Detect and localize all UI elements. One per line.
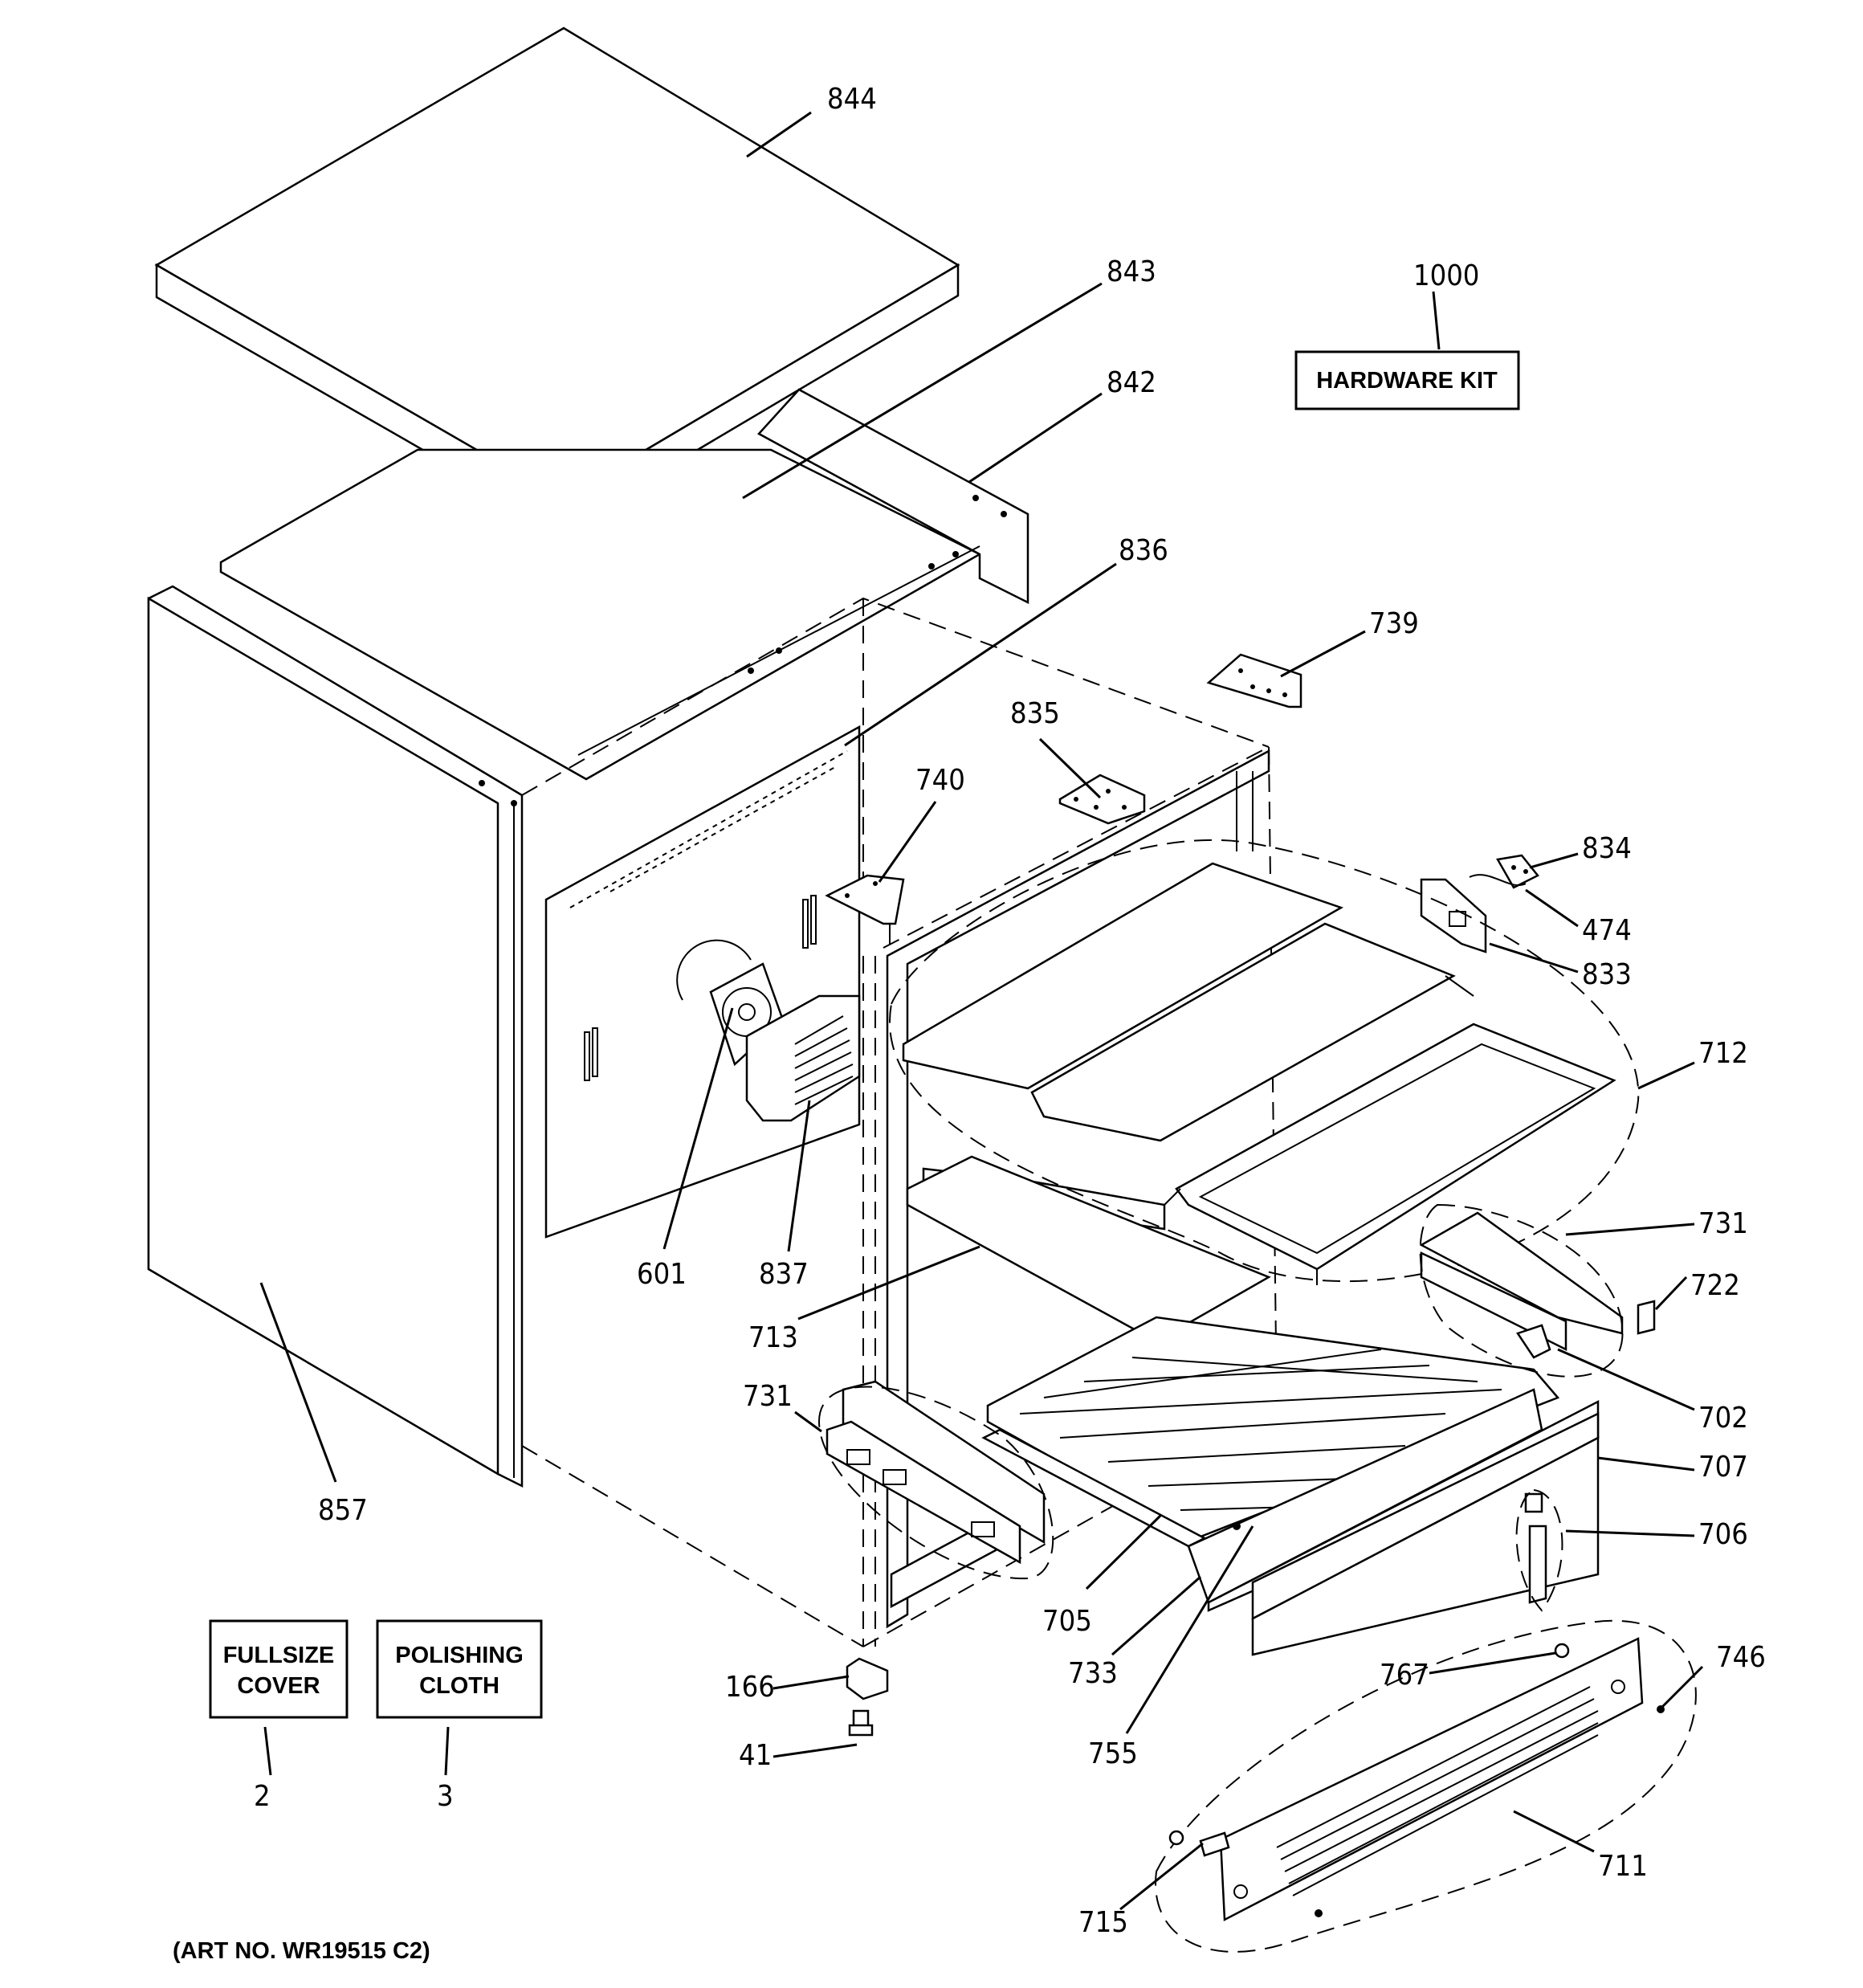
thermostat-834	[1496, 854, 1539, 889]
polishing-cloth-label-line1: POLISHING	[395, 1643, 524, 1668]
callout-2: 2	[254, 1780, 271, 1813]
callout-706: 706	[1698, 1518, 1748, 1551]
callout-712: 712	[1698, 1037, 1748, 1070]
bracket-842	[577, 388, 1029, 756]
hardware-kit-label: HARDWARE KIT	[1316, 368, 1498, 394]
callout-707: 707	[1698, 1451, 1748, 1484]
art-number: (ART NO. WR19515 C2)	[173, 1938, 430, 1964]
polishing-cloth-label-line2: CLOTH	[419, 1673, 499, 1699]
callout-746: 746	[1716, 1641, 1766, 1674]
screw-767	[1554, 1643, 1570, 1659]
hinge-plate-739	[1206, 653, 1302, 708]
right-slide-outline	[1419, 1203, 1624, 1378]
callout-767: 767	[1380, 1659, 1429, 1692]
callout-722: 722	[1690, 1269, 1740, 1302]
left-slide-731	[826, 1380, 1046, 1565]
trim-707	[1207, 1399, 1600, 1656]
clip-722	[1637, 1300, 1656, 1335]
fullsize-cover-box: FULLSIZE COVER	[209, 1619, 349, 1719]
callout-834: 834	[1582, 832, 1632, 865]
leg-166	[846, 1657, 889, 1700]
hardware-kit-box: HARDWARE KIT	[1294, 350, 1520, 410]
callout-711: 711	[1598, 1850, 1648, 1883]
hinge-706	[1515, 1488, 1563, 1612]
callout-474: 474	[1582, 914, 1632, 947]
callout-836: 836	[1119, 534, 1168, 567]
leader-lines	[259, 111, 1704, 1911]
callout-755: 755	[1088, 1737, 1138, 1770]
callout-41: 41	[739, 1739, 772, 1772]
grille-outline	[1155, 1620, 1697, 1953]
clip-715	[1168, 1830, 1323, 1917]
callout-740: 740	[915, 764, 965, 797]
callout-857: 857	[318, 1494, 368, 1527]
callout-733: 733	[1068, 1657, 1118, 1690]
callout-731-right: 731	[1698, 1207, 1748, 1240]
callout-739: 739	[1369, 607, 1419, 640]
callout-833: 833	[1582, 958, 1632, 991]
shelf-assembly-712	[902, 862, 1616, 1285]
hinge-plate-740	[825, 874, 905, 944]
polishing-cloth-box: POLISHING CLOTH	[376, 1619, 543, 1719]
wire-474	[1469, 874, 1527, 886]
side-panel-857	[147, 585, 524, 1488]
callout-705: 705	[1042, 1605, 1092, 1638]
right-slide-731	[1419, 1211, 1624, 1352]
callout-731-left: 731	[743, 1380, 793, 1413]
control-833	[1420, 878, 1487, 953]
callout-843: 843	[1107, 255, 1156, 288]
fullsize-cover-label-line2: COVER	[237, 1673, 320, 1699]
fullsize-cover-label-line1: FULLSIZE	[223, 1643, 335, 1668]
callout-842: 842	[1107, 366, 1156, 399]
grille-711	[1219, 1637, 1644, 1922]
condenser-837	[745, 994, 861, 1122]
callout-702: 702	[1698, 1402, 1748, 1435]
callout-166: 166	[725, 1671, 775, 1704]
callout-713: 713	[748, 1321, 798, 1354]
callout-3: 3	[437, 1780, 454, 1813]
callout-labels: 844 843 842 836 1000 739 835 740 834 474…	[254, 83, 1766, 1939]
plate-835	[1058, 774, 1146, 825]
back-panel-836	[544, 725, 861, 1239]
cabinet-front-frame	[886, 749, 1270, 1629]
callout-837: 837	[759, 1258, 809, 1291]
callout-835: 835	[1010, 697, 1060, 730]
callout-601: 601	[637, 1258, 687, 1291]
callout-844: 844	[827, 83, 877, 116]
shelf-group-outline	[889, 839, 1640, 1283]
slide-702	[1516, 1324, 1551, 1359]
callout-715: 715	[1078, 1906, 1128, 1939]
leveler-41	[848, 1709, 874, 1737]
callout-1000: 1000	[1413, 259, 1479, 292]
